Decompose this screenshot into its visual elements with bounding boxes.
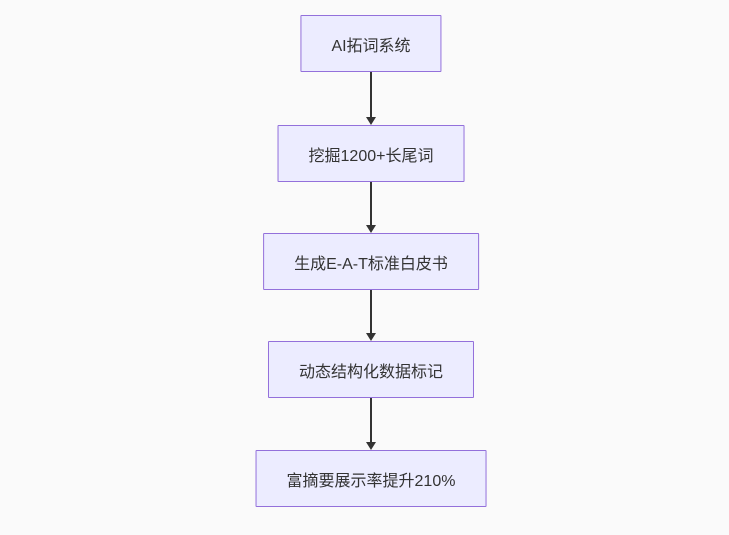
node-label: 生成E-A-T标准白皮书: [294, 255, 448, 273]
flowchart-arrow-4: [366, 398, 376, 450]
flowchart-node-eat-whitepaper: 生成E-A-T标准白皮书: [263, 233, 479, 290]
node-label: AI拓词系统: [331, 37, 411, 55]
arrow-shaft: [370, 182, 372, 225]
flowchart-node-ai-word-system: AI拓词系统: [300, 15, 442, 72]
node-label: 动态结构化数据标记: [298, 363, 444, 381]
flowchart-node-longtail-mining: 挖掘1200+长尾词: [277, 125, 465, 182]
arrowhead-down-icon: [366, 333, 376, 341]
arrowhead-down-icon: [366, 442, 376, 450]
flowchart-node-structured-data: 动态结构化数据标记: [267, 341, 475, 398]
arrowhead-down-icon: [366, 225, 376, 233]
flowchart-arrow-3: [366, 290, 376, 341]
flowchart-arrow-1: [366, 72, 376, 125]
arrow-shaft: [370, 290, 372, 333]
node-label: 挖掘1200+长尾词: [308, 147, 434, 165]
arrowhead-down-icon: [366, 117, 376, 125]
arrow-shaft: [370, 398, 372, 442]
arrow-shaft: [370, 72, 372, 117]
node-label: 富摘要展示率提升210%: [286, 472, 456, 490]
flowchart-node-rich-snippet-result: 富摘要展示率提升210%: [255, 450, 487, 507]
flowchart-arrow-2: [366, 182, 376, 233]
